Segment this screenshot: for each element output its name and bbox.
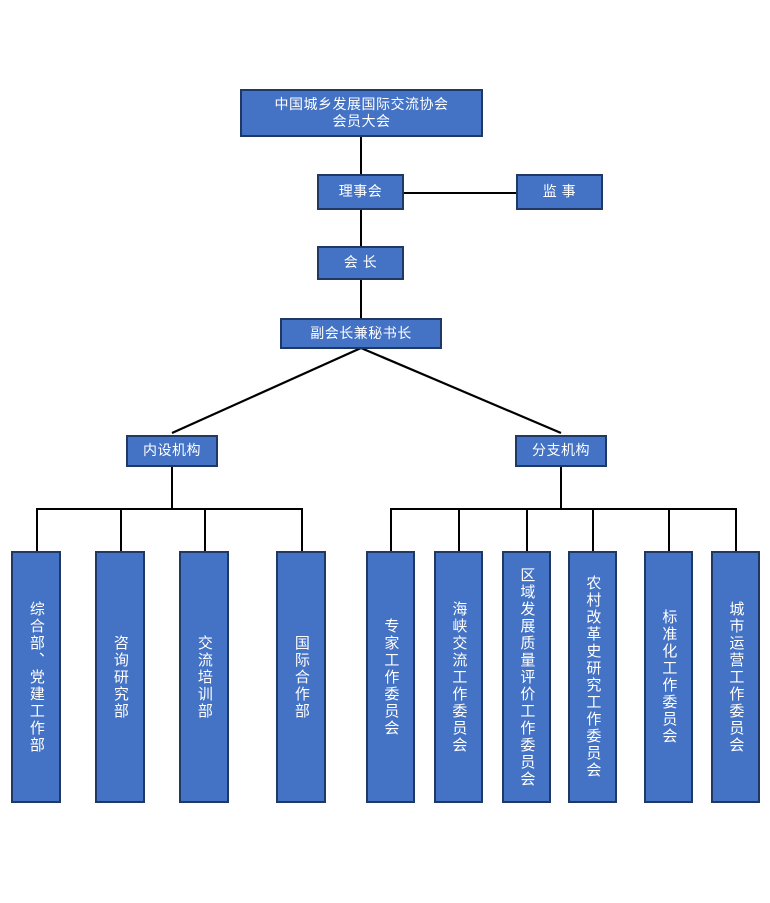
connector-president-to-vice xyxy=(360,279,362,320)
node-branch-committee-label: 区域发展质量评价工作委员会 xyxy=(518,566,536,788)
node-president-label: 会 长 xyxy=(343,254,378,271)
node-internal-group-label: 内设机构 xyxy=(143,442,201,459)
node-internal-departments-group[interactable]: 内设机构 xyxy=(126,435,218,467)
node-internal-department[interactable]: 交流培训部 xyxy=(179,551,229,803)
node-branch-committee-label: 标准化工作委员会 xyxy=(660,609,678,745)
node-supervisor-label: 监 事 xyxy=(542,183,577,200)
node-vice-president-label: 副会长兼秘书长 xyxy=(310,324,412,341)
node-president[interactable]: 会 长 xyxy=(317,246,404,280)
node-internal-department-label: 国际合作部 xyxy=(292,634,310,720)
node-branch-committee-label: 城市运营工作委员会 xyxy=(727,600,745,754)
node-council-label: 理事会 xyxy=(338,183,383,200)
node-internal-department[interactable]: 国际合作部 xyxy=(276,551,326,803)
node-members-assembly[interactable]: 中国城乡发展国际交流协会 会员大会 xyxy=(240,89,483,137)
node-internal-department[interactable]: 咨询研究部 xyxy=(95,551,145,803)
drop-internal-3 xyxy=(204,508,206,551)
node-members-assembly-line2: 会员大会 xyxy=(332,113,391,129)
drop-branch-1 xyxy=(390,508,392,551)
drop-branch-5 xyxy=(668,508,670,551)
node-branch-committee[interactable]: 城市运营工作委员会 xyxy=(711,551,760,803)
node-council[interactable]: 理事会 xyxy=(317,174,404,210)
drop-branch-3 xyxy=(526,508,528,551)
node-branch-committee[interactable]: 标准化工作委员会 xyxy=(644,551,693,803)
node-vice-president[interactable]: 副会长兼秘书长 xyxy=(280,318,442,349)
drop-internal-4 xyxy=(301,508,303,551)
node-branch-committee[interactable]: 区域发展质量评价工作委员会 xyxy=(502,551,551,803)
drop-internal-2 xyxy=(120,508,122,551)
node-internal-department-label: 综合部、党建工作部 xyxy=(27,600,45,754)
connector-branch-group-drop xyxy=(560,467,562,509)
bus-branch-committees xyxy=(390,508,735,510)
drop-internal-1 xyxy=(36,508,38,551)
node-branch-committee[interactable]: 海峡交流工作委员会 xyxy=(434,551,483,803)
connector-internal-group-drop xyxy=(171,467,173,509)
bus-internal-departments xyxy=(36,508,302,510)
drop-branch-4 xyxy=(592,508,594,551)
node-branch-committee[interactable]: 专家工作委员会 xyxy=(366,551,415,803)
connector-title-to-council xyxy=(360,136,362,174)
connector-council-to-president xyxy=(360,209,362,247)
node-members-assembly-line1: 中国城乡发展国际交流协会 xyxy=(274,95,449,112)
drop-branch-6 xyxy=(735,508,737,551)
node-branch-committee[interactable]: 农村改革史研究工作委员会 xyxy=(568,551,617,803)
node-branch-committee-label: 农村改革史研究工作委员会 xyxy=(584,575,602,779)
node-supervisor[interactable]: 监 事 xyxy=(516,174,603,210)
drop-branch-2 xyxy=(458,508,460,551)
node-branch-committee-label: 专家工作委员会 xyxy=(382,617,400,737)
node-branch-committee-label: 海峡交流工作委员会 xyxy=(450,600,468,754)
connector-council-to-supervisor xyxy=(403,192,517,194)
node-internal-department-label: 交流培训部 xyxy=(195,634,213,720)
node-branch-group-label: 分支机构 xyxy=(532,442,590,459)
node-internal-department-label: 咨询研究部 xyxy=(111,634,129,720)
node-branch-group[interactable]: 分支机构 xyxy=(515,435,607,467)
node-internal-department[interactable]: 综合部、党建工作部 xyxy=(11,551,61,803)
